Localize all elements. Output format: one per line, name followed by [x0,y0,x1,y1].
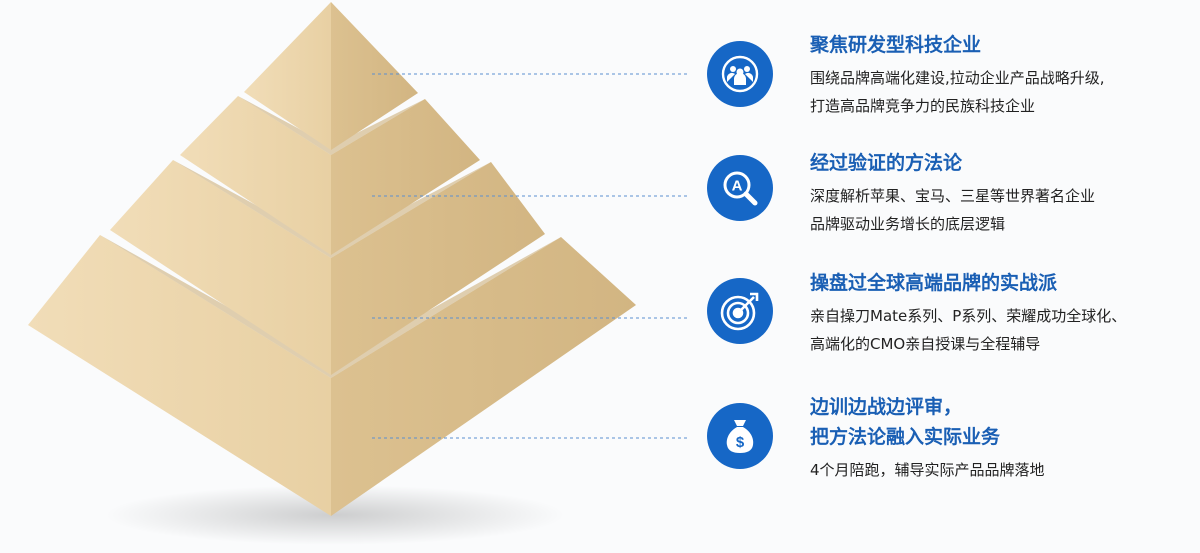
pyramid-tier-2 [180,96,480,255]
pyramid-diagram [28,2,690,545]
item-3-desc-line-2: 高端化的CMO亲自授课与全程辅导 [810,335,1041,353]
target-icon [707,278,773,344]
item-4-title: 边训边战边评审， 把方法论融入实际业务 [810,396,1001,448]
magnifier-a-icon: A [707,155,773,221]
money-bag-icon: $ [707,403,773,469]
item-2-desc-line-1: 深度解析苹果、宝马、三星等世界著名企业 [810,187,1096,205]
svg-text:A: A [732,178,743,195]
item-1-desc-line-1: 围绕品牌高端化建设,拉动企业产品战略升级, [810,69,1105,87]
item-2-desc-line-2: 品牌驱动业务增长的底层逻辑 [810,215,1006,233]
item-4-desc-line-1: 4个月陪跑，辅导实际产品品牌落地 [810,461,1045,479]
pyramid-tier-3 [110,160,545,375]
svg-text:$: $ [736,434,745,451]
pyramid-tier-4 [28,235,636,516]
pyramid-shadow [105,485,565,545]
team-icon [707,41,773,107]
item-3-desc-line-1: 亲自操刀Mate系列、P系列、荣耀成功全球化、 [810,307,1127,325]
item-1-title: 聚焦研发型科技企业 [810,34,982,56]
item-2-title: 经过验证的方法论 [810,152,963,174]
item-1-desc-line-2: 打造高品牌竞争力的民族科技企业 [810,97,1036,115]
pyramid-tier-1 [244,2,418,150]
item-3-title: 操盘过全球高端品牌的实战派 [810,272,1058,294]
